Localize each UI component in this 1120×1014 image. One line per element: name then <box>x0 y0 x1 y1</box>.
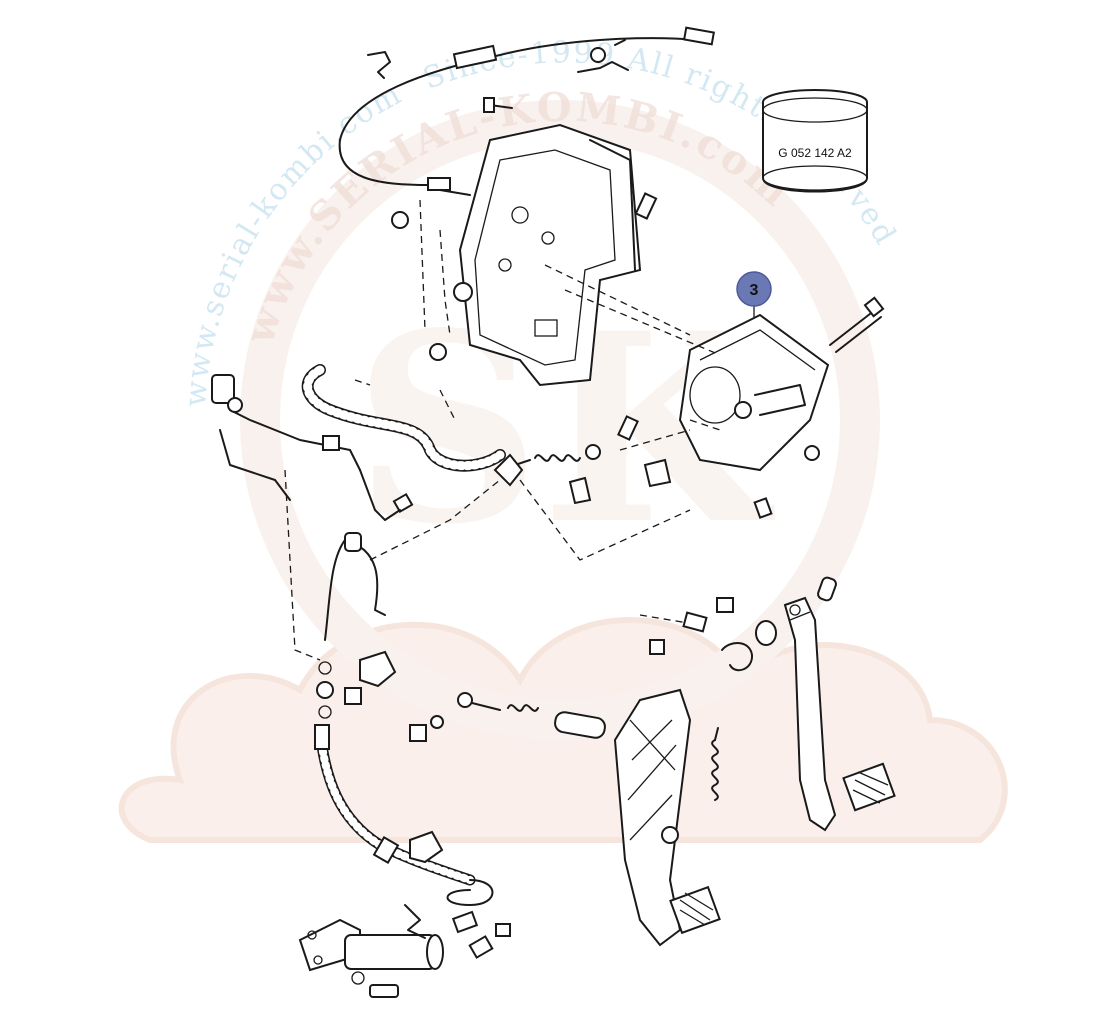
sealant-tin-label: G 052 142 A2 <box>778 146 852 160</box>
part-callout-3: 3 <box>736 271 772 318</box>
part-callout-3-number: 3 <box>750 282 759 299</box>
pedal-pivot-parts <box>639 597 777 672</box>
pedal-return-spring <box>711 727 719 801</box>
master-cylinder-mount <box>678 313 830 519</box>
over-centre-spring-assembly <box>493 415 672 505</box>
pushrod <box>829 296 885 353</box>
cable-clip-top-left <box>367 51 391 79</box>
clutch-line-hose <box>314 724 494 906</box>
slave-cylinder-fittings <box>404 904 511 959</box>
clutch-pedal <box>613 688 721 947</box>
part-callout-3-circle <box>736 271 772 307</box>
hydraulic-line-left <box>211 374 414 514</box>
sealant-tin: G 052 142 A2 <box>762 89 868 193</box>
hydraulic-line-middle <box>324 469 401 641</box>
pedal-bracket <box>391 123 658 387</box>
leader-lines <box>284 199 721 661</box>
hose-bracket-upper <box>316 650 397 719</box>
reservoir-hose <box>301 364 506 472</box>
accelerator-cable <box>338 26 715 196</box>
retaining-clips-top <box>577 39 629 73</box>
bolt-top <box>483 97 513 113</box>
brake-pedal <box>783 576 896 832</box>
slave-cylinder <box>298 918 444 998</box>
hose-bracket-lower <box>409 830 444 864</box>
pedal-shaft-parts <box>409 692 606 742</box>
